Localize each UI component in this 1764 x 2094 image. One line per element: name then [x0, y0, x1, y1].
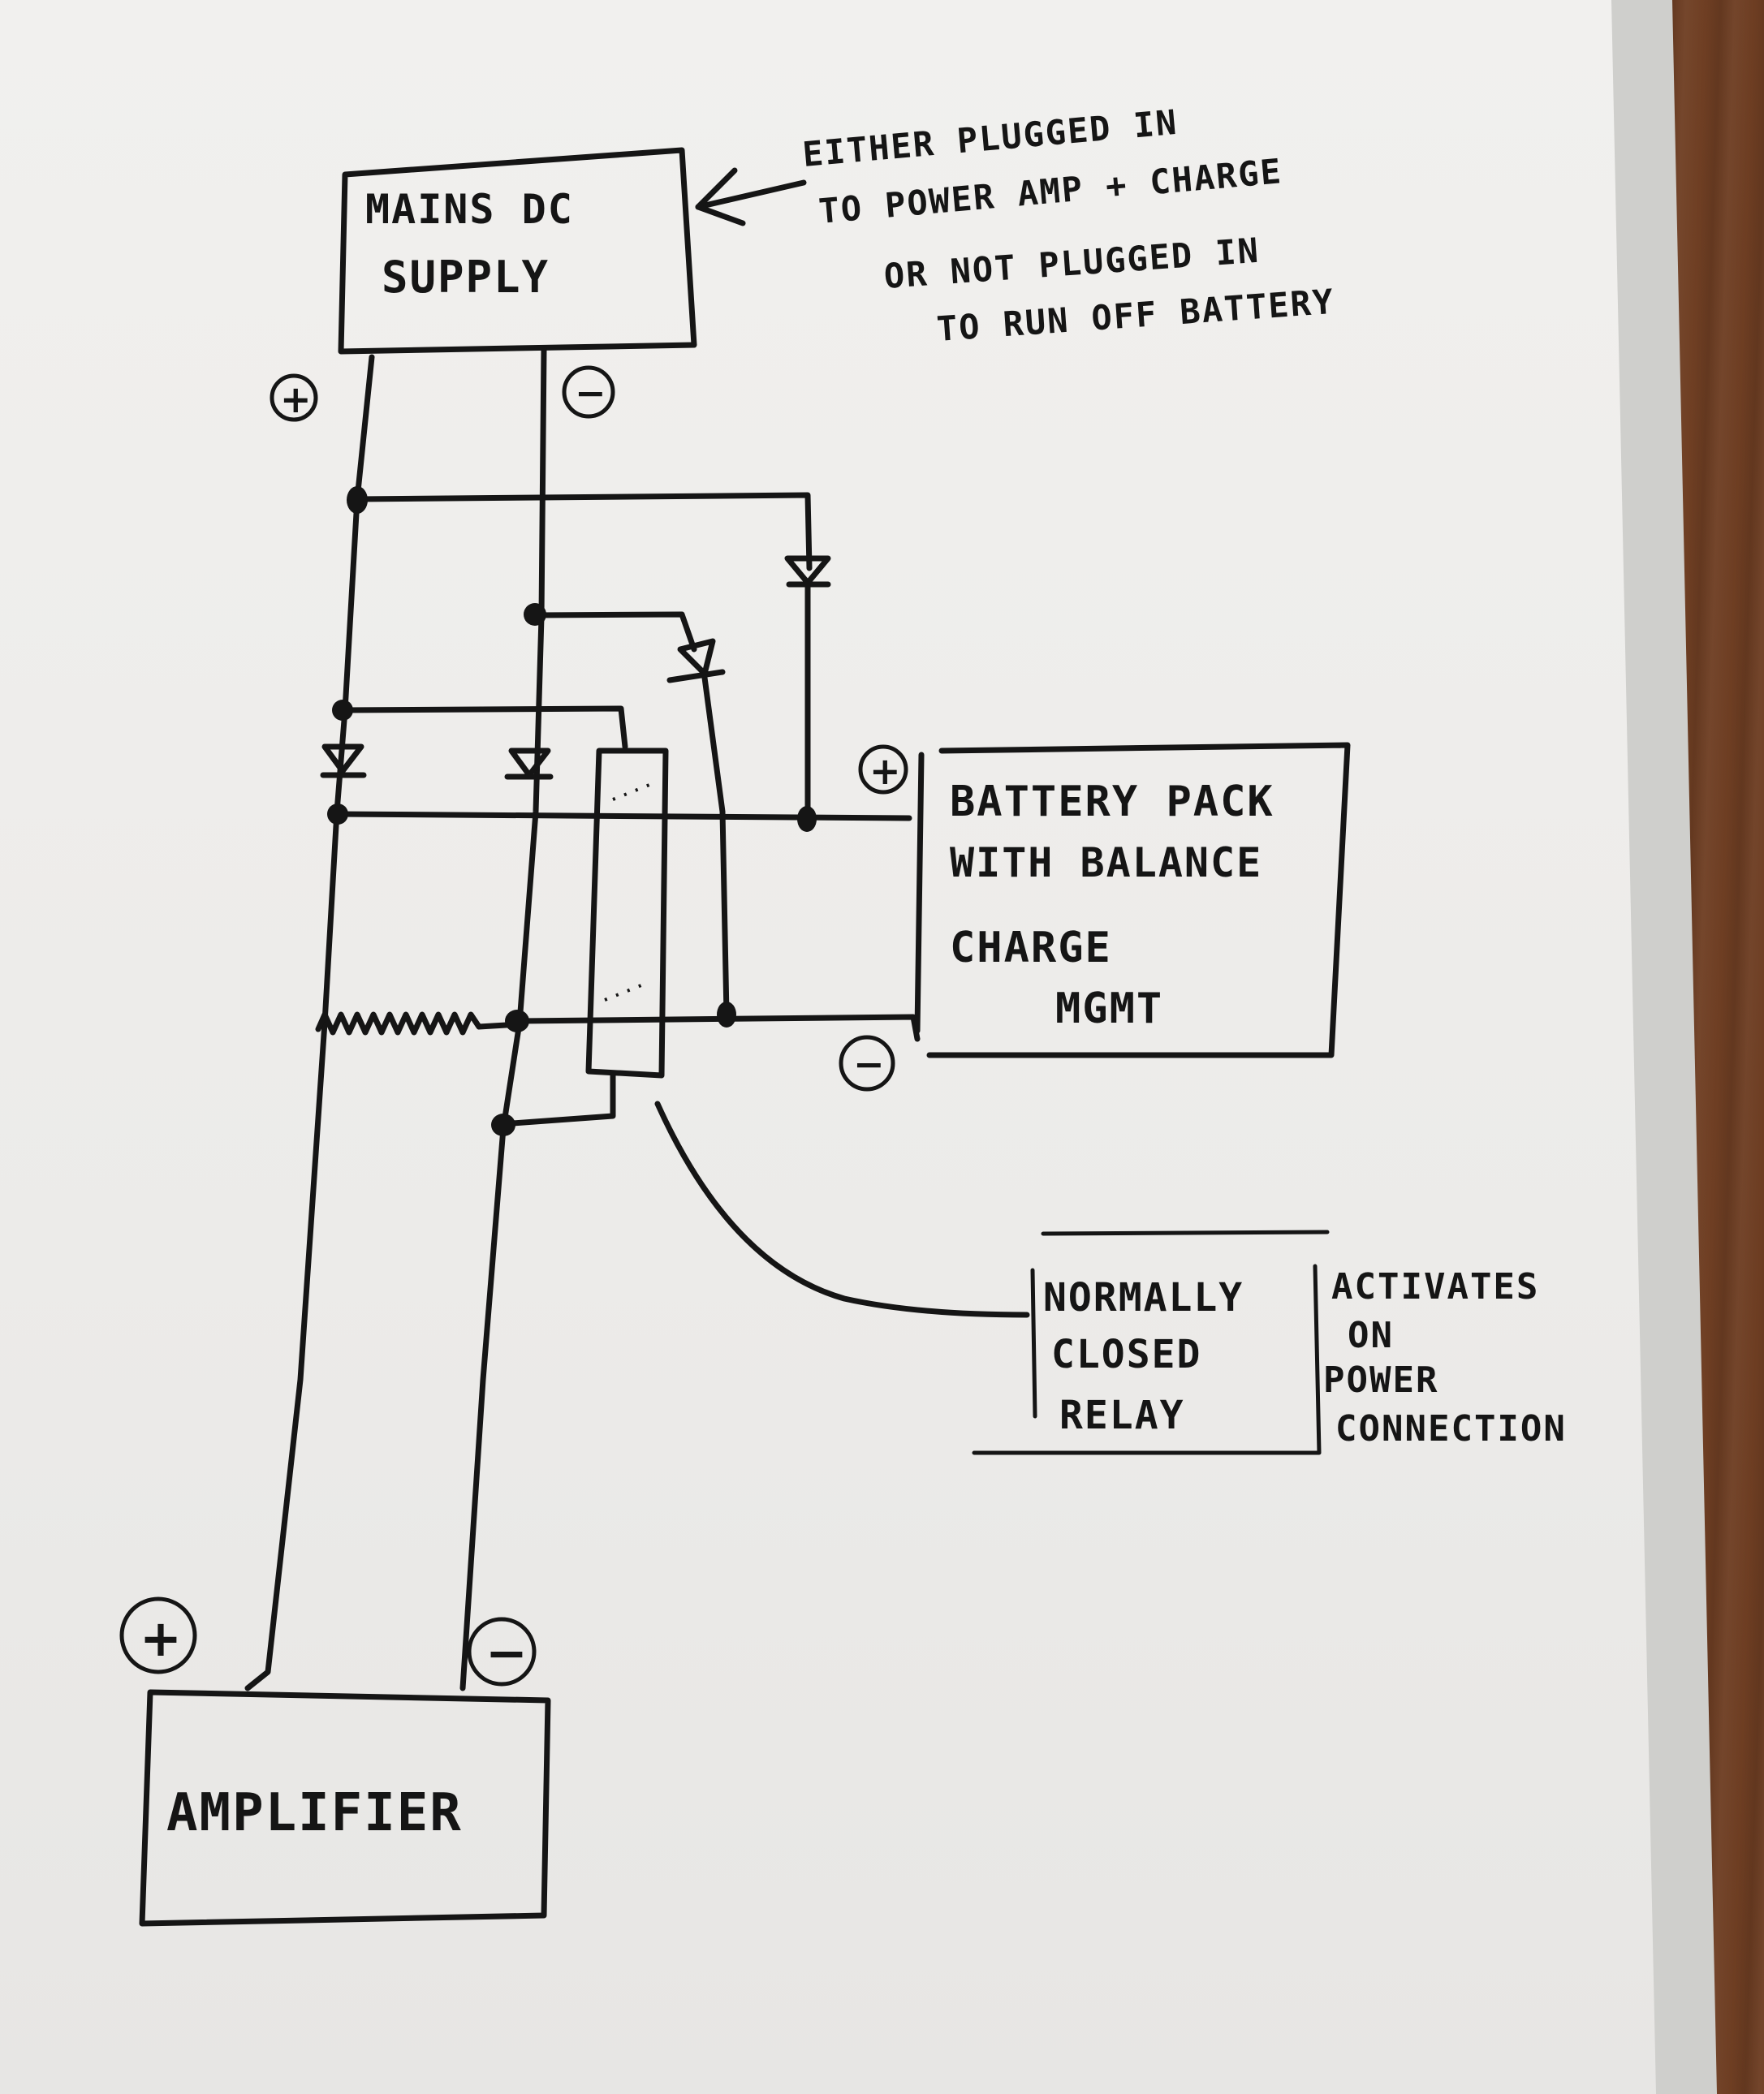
mains-dc-supply-box: MAINS DC SUPPLY	[338, 147, 697, 355]
battery-label-line3: CHARGE	[950, 924, 1112, 972]
amp-minus-symbol: −	[485, 1623, 528, 1683]
diode-positive-rail	[320, 743, 367, 778]
relay-note-line4: CONNECTION	[1335, 1408, 1567, 1450]
amp-plus-marker: +	[119, 1596, 197, 1674]
battery-label-line2: WITH BALANCE	[950, 839, 1262, 886]
amp-plus-symbol: +	[140, 1609, 182, 1668]
supply-minus-symbol: −	[575, 371, 606, 415]
amplifier-label: AMPLIFIER	[166, 1783, 463, 1843]
supply-plus-marker: +	[270, 373, 318, 422]
relay-box: NORMALLY CLOSED RELAY	[972, 1230, 1330, 1455]
mains-label-line2: SUPPLY	[382, 252, 550, 303]
relay-feed-wire	[338, 705, 628, 750]
battery-minus-marker: −	[839, 1035, 895, 1092]
battery-pack-box: BATTERY PACK WITH BALANCE CHARGE MGMT	[914, 742, 1351, 1058]
relay-label-line2: CLOSED	[1051, 1332, 1201, 1377]
supply-minus-marker: −	[562, 365, 615, 419]
battery-label-line1: BATTERY PACK	[950, 778, 1274, 826]
relay-label-line3: RELAY	[1059, 1393, 1185, 1438]
circuit-sketch: MAINS DC SUPPLY EITHER PLUGGED IN TO POW…	[119, 102, 1567, 1927]
charge-branch-top-wire	[354, 492, 813, 571]
battery-plus-marker: +	[858, 744, 908, 795]
supply-plus-symbol: +	[280, 377, 312, 421]
positive-rail-wire	[244, 354, 375, 1691]
relay-label-line1: NORMALLY	[1043, 1275, 1244, 1321]
plugged-in-note: EITHER PLUGGED IN TO POWER AMP + CHARGE …	[801, 102, 1336, 349]
neg-branch-down-wire	[701, 674, 730, 1018]
amp-minus-marker: −	[467, 1617, 537, 1687]
battery-label-line4: MGMT	[1055, 985, 1163, 1033]
note-line1: EITHER PLUGGED IN	[801, 102, 1180, 174]
note-arrow	[695, 167, 807, 226]
relay-contact-rectangle	[585, 748, 669, 1079]
battery-plus-symbol: +	[869, 749, 901, 793]
resistor-squiggle	[315, 1011, 523, 1036]
relay-activation-note: ACTIVATES ON POWER CONNECTION	[1323, 1266, 1567, 1450]
relay-note-line2: ON	[1348, 1315, 1394, 1356]
battery-positive-wire	[334, 811, 912, 821]
amplifier-box: AMPLIFIER	[139, 1689, 551, 1927]
relay-note-line3: POWER	[1323, 1359, 1438, 1401]
mains-label-line1: MAINS DC	[365, 186, 574, 233]
paper-sheet	[0, 0, 1656, 2094]
junction-dots	[327, 486, 817, 1136]
relay-note-line1: ACTIVATES	[1331, 1266, 1539, 1308]
neg-branch-wire	[533, 611, 697, 653]
diode-negative-rail	[504, 748, 554, 780]
battery-minus-symbol: −	[853, 1042, 885, 1086]
relay-return-wire	[498, 1072, 616, 1127]
note-line3: OR NOT PLUGGED IN	[882, 231, 1261, 296]
relay-control-curve	[654, 1101, 1030, 1318]
note-line4: TO RUN OFF BATTERY	[935, 282, 1335, 349]
diode-middle	[666, 638, 726, 683]
